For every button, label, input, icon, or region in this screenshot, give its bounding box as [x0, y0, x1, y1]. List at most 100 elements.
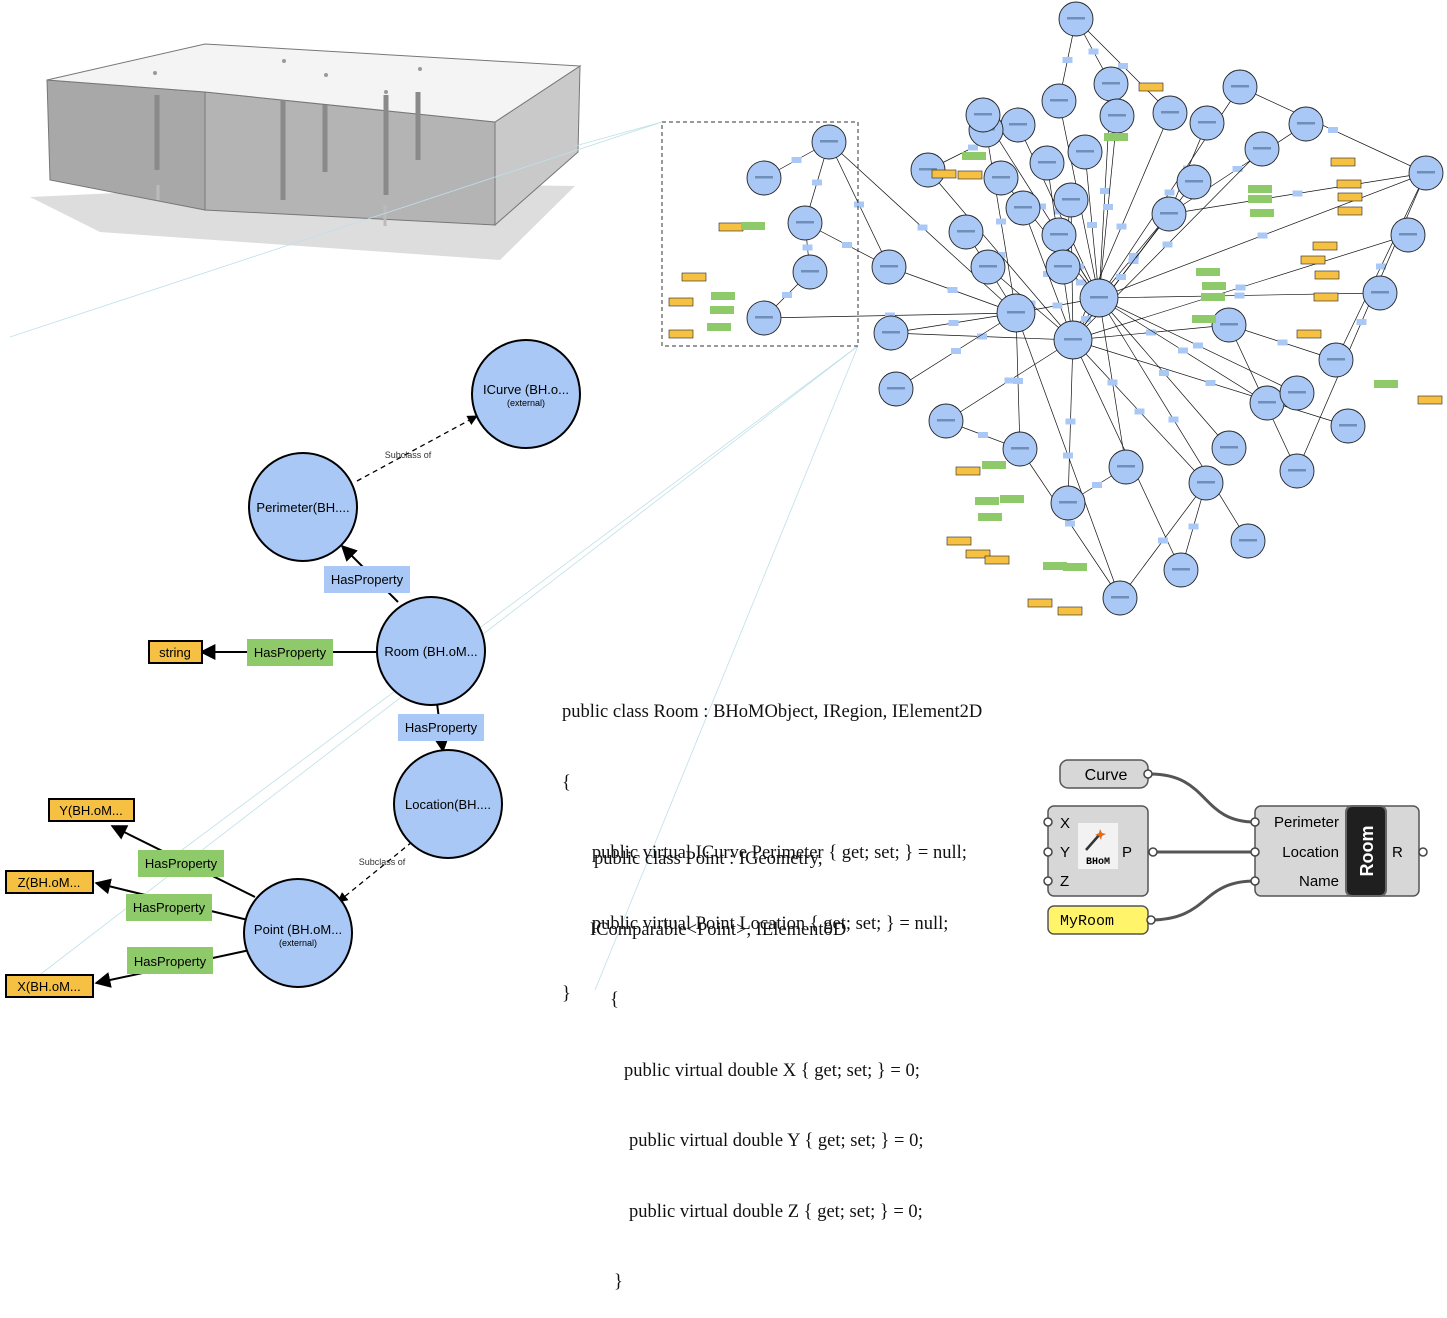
overview-edge-label	[1159, 370, 1169, 376]
overview-literal-box	[1374, 380, 1398, 388]
overview-literal-box	[1027, 598, 1053, 608]
overview-edge-label	[1232, 166, 1243, 172]
overview-edge-label	[812, 179, 822, 186]
overview-edge-label	[1376, 263, 1386, 270]
overview-edge-label	[1193, 342, 1203, 349]
overview-edge-label	[1205, 380, 1216, 386]
overview-node-label	[755, 316, 773, 319]
point-input-y: Y	[1060, 844, 1070, 861]
overview-node-label	[919, 168, 937, 171]
overview-node-label	[887, 387, 905, 390]
overview-node-label	[1297, 122, 1315, 125]
edge-hasprop-string: HasProperty	[247, 639, 333, 666]
overview-node-label	[1009, 123, 1027, 126]
overview-node-label	[1011, 447, 1029, 450]
overview-node-label	[1160, 212, 1178, 215]
overview-literal-box	[1138, 82, 1164, 92]
overview-node-label	[1067, 17, 1085, 20]
svg-text:X(BH.oM...: X(BH.oM...	[17, 979, 81, 994]
node-icurve-sublabel: (external)	[507, 398, 545, 408]
code-line: {	[562, 772, 571, 793]
overview-edge-label	[1146, 329, 1156, 336]
overview-node-label	[1054, 265, 1072, 268]
overview-node-label	[755, 176, 773, 179]
overview-node-label	[1220, 446, 1238, 449]
code-line: }	[562, 984, 571, 1004]
code-line: public virtual ICurve Perimeter { get; s…	[578, 843, 967, 863]
literal-y: Y(BH.oM...	[48, 798, 135, 822]
overview-edge-label	[1235, 284, 1246, 291]
node-perimeter-label: Perimeter(BH....	[256, 500, 349, 515]
overview-literal-box	[1336, 179, 1362, 189]
overview-edge-label	[1129, 253, 1139, 259]
bhom-logo-text: BHoM	[1086, 857, 1110, 868]
code-line: IComparable<Point>, IElement0D	[590, 919, 847, 940]
overview-literal-box	[1043, 562, 1067, 570]
name-panel[interactable]: MyRoom	[1047, 905, 1156, 935]
overview-literal-box	[681, 272, 707, 282]
node-point-label: Point (BH.oM...	[254, 922, 342, 937]
overview-node-label	[1399, 233, 1417, 236]
point-component[interactable]: X Y Z P BHoM	[1043, 805, 1158, 897]
overview-edge-label	[1076, 279, 1086, 286]
overview-edge-label	[1158, 537, 1168, 544]
overview-literal-box	[957, 170, 983, 180]
overview-node-label	[1111, 596, 1129, 599]
code-line: {	[610, 990, 619, 1010]
overview-node-label	[1185, 180, 1203, 183]
edge-hasprop-z: HasProperty	[126, 894, 212, 921]
figure-canvas: ICurve (BH.o... (external) Perimeter(BH.…	[5, 1, 1444, 998]
room-component-title: Room	[1357, 826, 1377, 877]
overview-edge-label	[1356, 319, 1367, 325]
overview-node-label	[1288, 469, 1306, 472]
overview-edge-label	[1328, 127, 1338, 133]
svg-text:HasProperty: HasProperty	[133, 900, 206, 915]
overview-literal-box	[1330, 157, 1356, 167]
point-input-x: X	[1060, 815, 1070, 832]
overview-edge-label	[948, 320, 959, 326]
overview-edge-label	[1164, 189, 1175, 196]
overview-edge-label	[1116, 223, 1127, 230]
overview-edge-label	[947, 287, 958, 293]
overview-node-label	[979, 265, 997, 268]
overview-edge-label	[885, 312, 895, 319]
overview-node-label	[1090, 296, 1108, 299]
overview-edge-label	[978, 432, 988, 438]
overview-literal-box	[1250, 209, 1274, 217]
overview-literal-box	[711, 292, 735, 300]
overview-edge-label	[791, 157, 802, 163]
overview-edge-label	[802, 244, 813, 251]
overview-literal-box	[668, 297, 694, 307]
edge-hasprop-y: HasProperty	[138, 850, 224, 877]
code-line: }	[614, 1272, 623, 1292]
svg-text:HasProperty: HasProperty	[331, 572, 404, 587]
room-input-location: Location	[1282, 844, 1339, 861]
overview-edge-label	[782, 292, 792, 298]
node-point: Point (BH.oM... (external)	[243, 878, 353, 988]
overview-node-label	[1339, 424, 1357, 427]
overview-literal-box	[1202, 282, 1226, 290]
overview-literal-box	[1417, 395, 1443, 405]
overview-edge-label	[842, 242, 852, 248]
edge-hasprop-perimeter: HasProperty	[324, 566, 410, 593]
overview-edge-label	[968, 144, 978, 151]
overview-node-label	[1108, 114, 1126, 117]
bhom-logo-icon: BHoM	[1085, 829, 1110, 868]
curve-param[interactable]: Curve	[1059, 759, 1153, 789]
overview-edge-label	[1257, 232, 1268, 239]
overview-edge-label	[996, 218, 1006, 225]
overview-node-label	[1014, 206, 1032, 209]
overview-edge-label	[1188, 523, 1199, 530]
room-component[interactable]: Perimeter Location Name Room R	[1250, 805, 1428, 897]
svg-text:Z(BH.oM...: Z(BH.oM...	[18, 875, 81, 890]
room-output-r: R	[1392, 844, 1403, 861]
overview-edge-label	[1088, 48, 1099, 55]
overview-edge-label	[1292, 190, 1303, 197]
overview-edge-label	[1036, 203, 1046, 210]
overview-node-label	[880, 265, 898, 268]
overview-node-label	[1172, 568, 1190, 571]
overview-node-label	[1253, 147, 1271, 150]
overview-edge-label	[977, 333, 987, 340]
overview-edge-label	[1107, 379, 1118, 386]
overview-edge-label	[1004, 377, 1015, 384]
